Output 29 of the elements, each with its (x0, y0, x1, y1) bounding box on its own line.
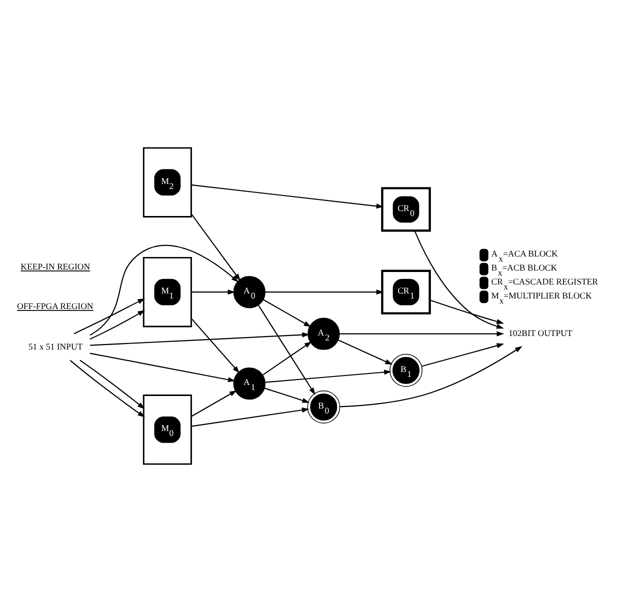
arrow (190, 318, 240, 374)
arrow (70, 360, 145, 418)
arrow (265, 290, 384, 295)
arrow (338, 340, 393, 365)
arrow (190, 390, 237, 417)
arrow (258, 304, 316, 395)
arrow (191, 290, 236, 295)
arrow (80, 360, 145, 410)
arrow (263, 299, 312, 328)
arrow (262, 341, 312, 376)
arrow (74, 298, 146, 334)
arrow (265, 370, 392, 383)
arrow (190, 213, 241, 281)
arrow (191, 184, 384, 209)
label: KEEP-IN REGION (20, 261, 90, 272)
node-text: 102BIT OUTPUT (508, 328, 572, 338)
node-text: 51 x 51 INPUT (28, 341, 83, 352)
arrow (191, 408, 310, 427)
arrow (90, 332, 310, 346)
arrow (90, 244, 239, 336)
arrow (422, 343, 504, 367)
arrow (414, 230, 504, 329)
label: OFF-FPGA REGION (17, 301, 94, 311)
arrow (340, 346, 522, 408)
arrow (264, 388, 310, 403)
arrow (90, 310, 145, 340)
arrow (340, 331, 504, 336)
arrow (430, 300, 504, 324)
arrow (90, 352, 236, 382)
